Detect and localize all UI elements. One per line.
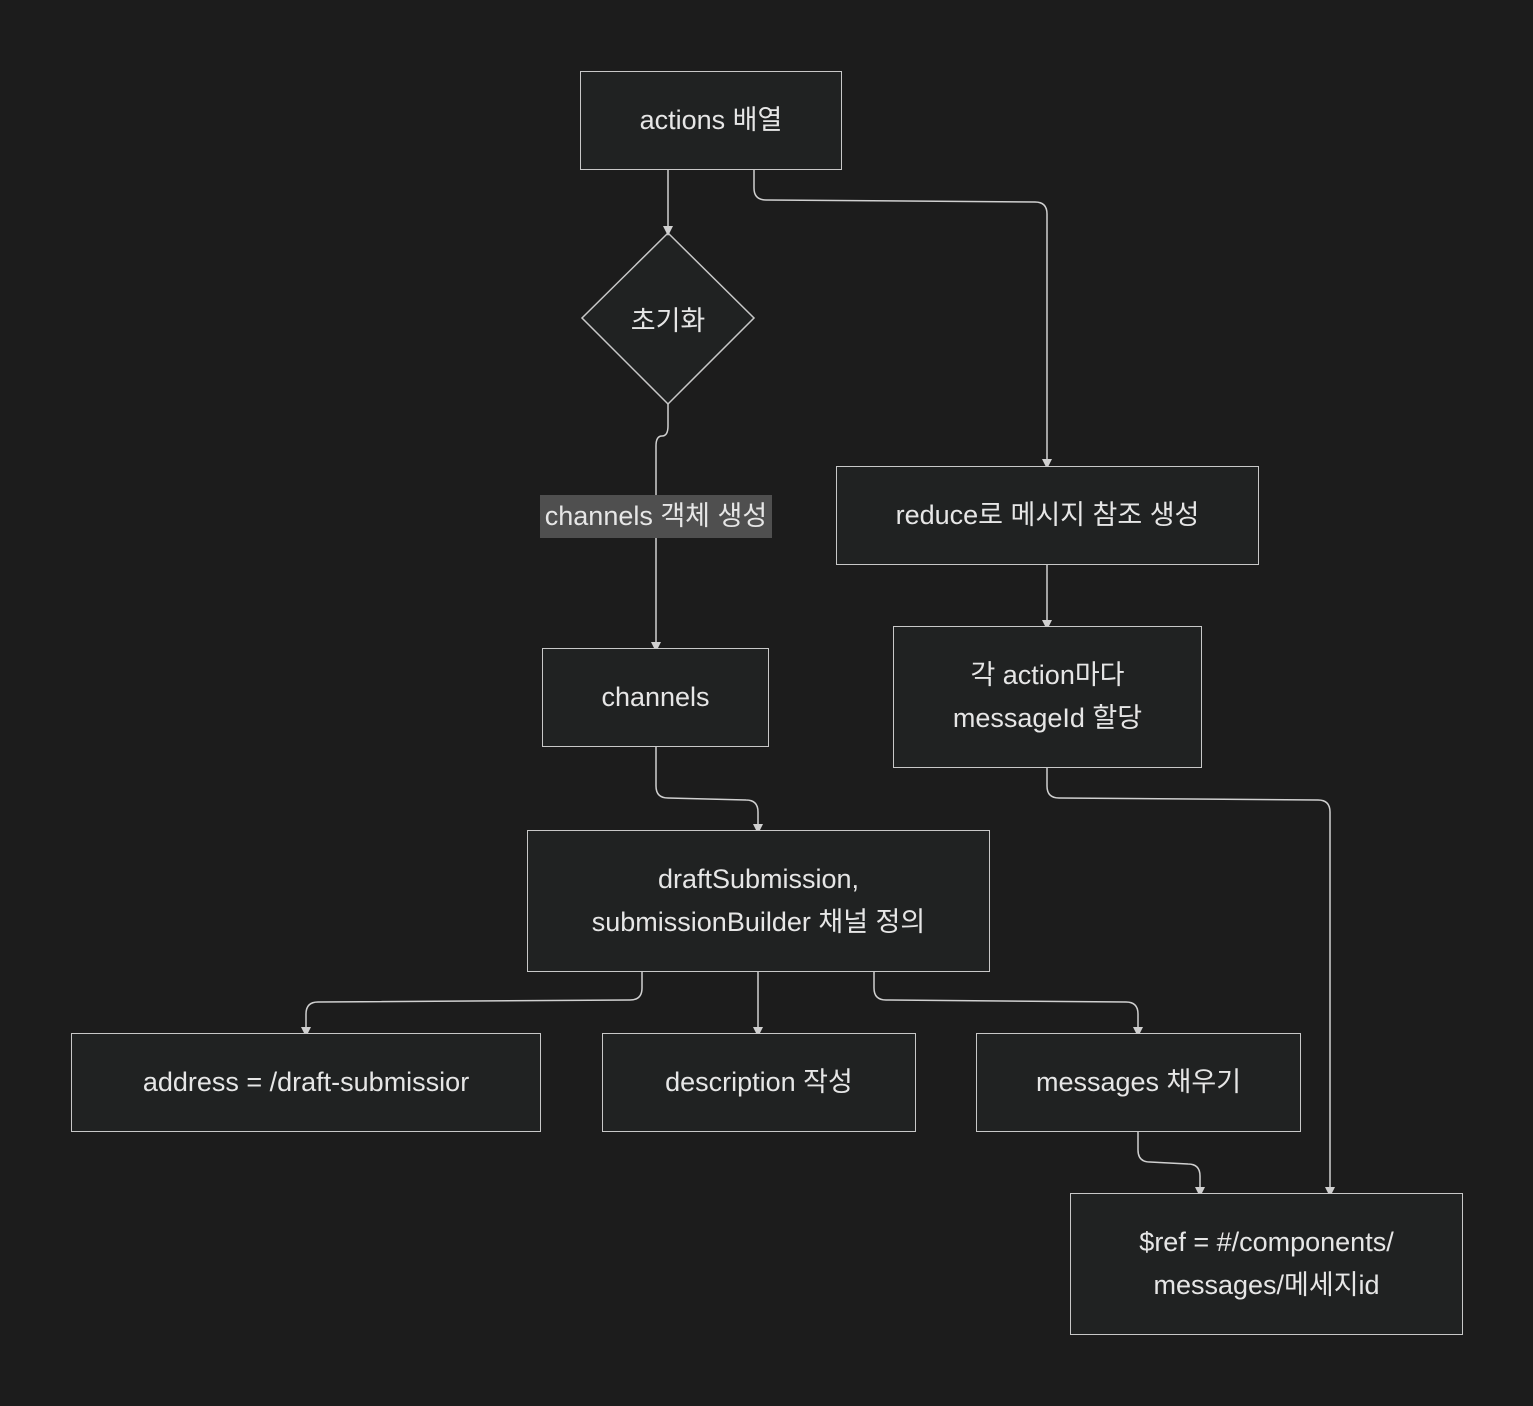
node-draft-submission: draftSubmission, submissionBuilder 채널 정의 bbox=[527, 830, 990, 972]
node-ref-line1: $ref = #/components/ bbox=[1139, 1227, 1394, 1257]
node-address-label: address = /draft-submissior bbox=[142, 1067, 470, 1097]
node-init-decision: 초기화 bbox=[590, 295, 746, 341]
node-actions-array: actions 배열 bbox=[580, 71, 842, 170]
node-assign-message-id: 각 action마다 messageId 할당 bbox=[893, 626, 1202, 768]
edge-messages-to-ref bbox=[1137, 1131, 1205, 1197]
edge-draft-to-messages bbox=[873, 971, 1143, 1037]
node-channels: channels bbox=[542, 648, 769, 747]
node-channels-label: channels bbox=[601, 682, 710, 712]
node-ref: $ref = #/components/ messages/메세지id bbox=[1070, 1193, 1463, 1335]
edge-channels-to-draft bbox=[655, 746, 763, 834]
node-draft-line2: submissionBuilder 채널 정의 bbox=[591, 907, 926, 937]
edge-actions-to-reduce bbox=[753, 170, 1052, 469]
node-ref-line2: messages/메세지id bbox=[1153, 1270, 1380, 1300]
edge-label-channels-object: channels 객체 생성 bbox=[540, 495, 772, 538]
node-messages-label: messages 채우기 bbox=[1035, 1067, 1242, 1097]
edge-label-channels-object-text: channels 객체 생성 bbox=[544, 501, 768, 531]
edge-init-to-channels bbox=[651, 404, 669, 652]
node-draft-line1: draftSubmission, bbox=[657, 864, 860, 894]
node-actions-label: actions 배열 bbox=[639, 105, 783, 135]
node-description: description 작성 bbox=[602, 1033, 916, 1132]
edge-assign-to-ref bbox=[1046, 768, 1335, 1197]
edge-draft-to-address bbox=[301, 971, 643, 1037]
node-description-label: description 작성 bbox=[665, 1067, 853, 1097]
node-reduce-label: reduce로 메시지 참조 생성 bbox=[895, 500, 1200, 530]
node-messages: messages 채우기 bbox=[976, 1033, 1301, 1132]
node-address: address = /draft-submissior bbox=[71, 1033, 541, 1132]
node-reduce: reduce로 메시지 참조 생성 bbox=[836, 466, 1259, 565]
node-assign-line1: 각 action마다 bbox=[970, 660, 1125, 690]
node-init-label: 초기화 bbox=[630, 305, 706, 336]
node-assign-line2: messageId 할당 bbox=[952, 703, 1143, 733]
